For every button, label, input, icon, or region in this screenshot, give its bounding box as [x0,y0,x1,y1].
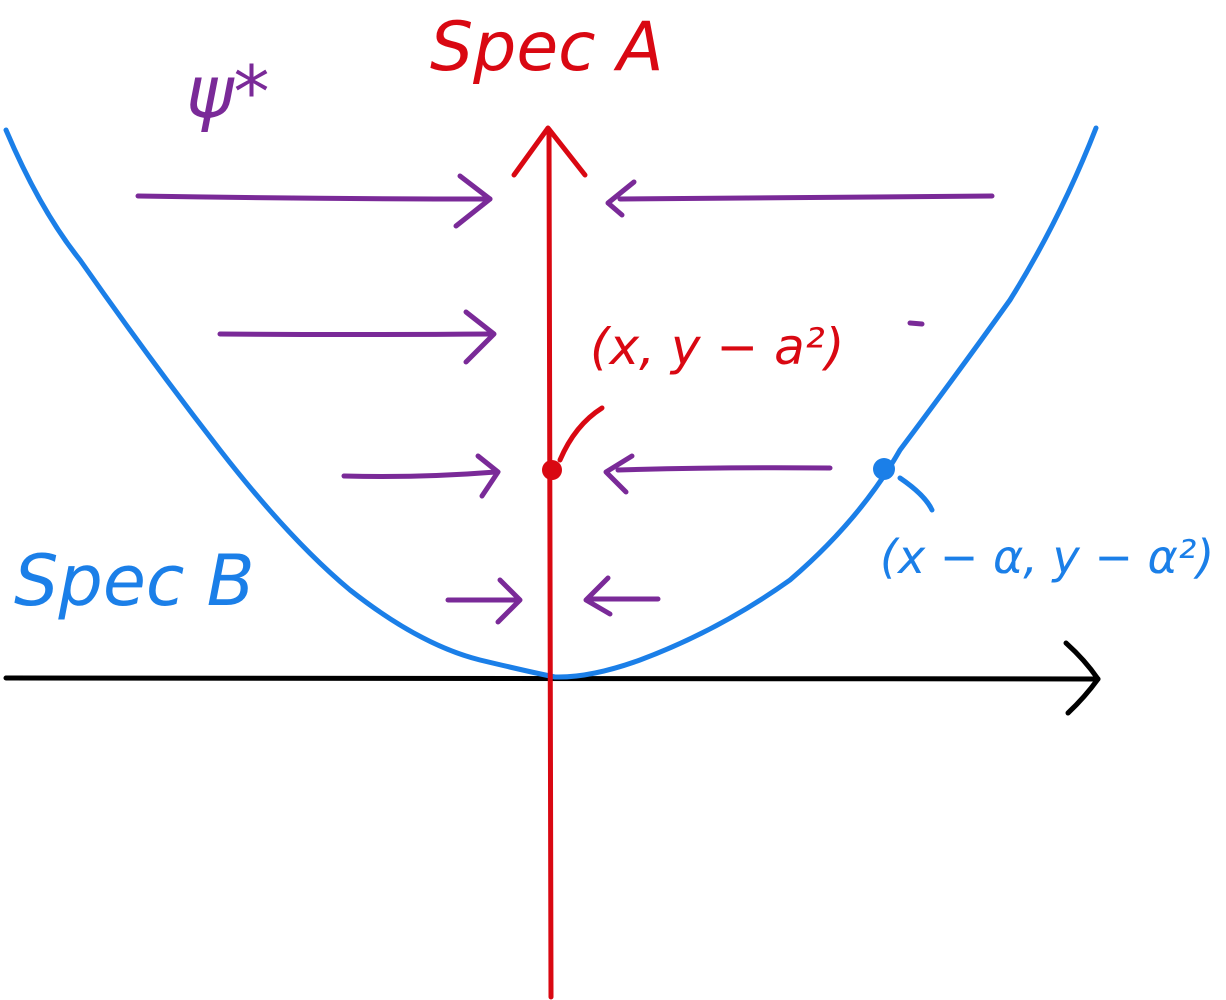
blue-point-marker [873,458,895,480]
spec-b-parabola [3,125,1099,680]
red-point-leader [557,405,605,463]
psi-star-arrows [135,173,995,625]
spec-b-label: Spec B [14,540,255,622]
red-point-label: (x, y − a²) [590,318,845,376]
blue-point-leader [897,475,935,513]
blue-point-label: (x − α, y − α²) [880,530,1215,584]
red-point-marker [542,460,562,480]
spec-a-label: Spec A [430,8,664,87]
psi-star-label: ψ* [186,50,270,134]
spec-a-axis [511,125,588,1000]
